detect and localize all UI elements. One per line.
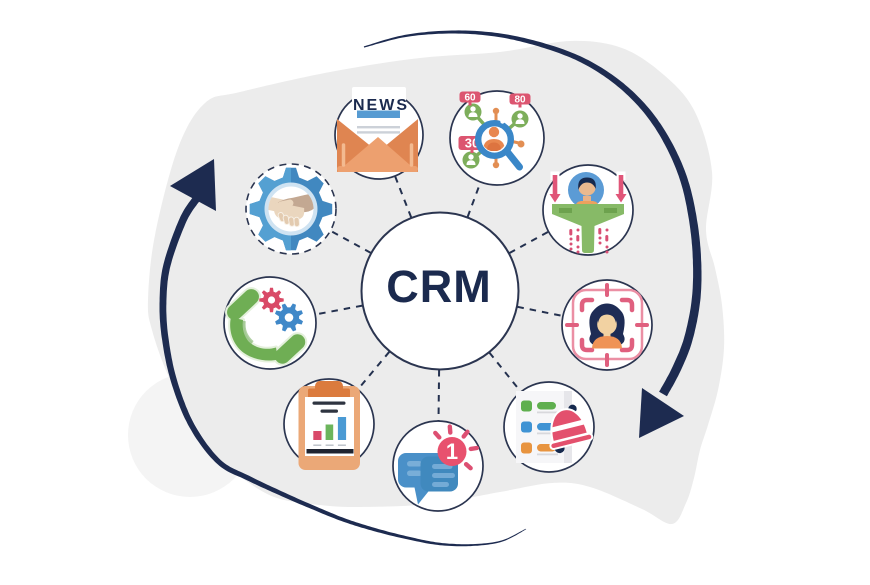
svg-text:80: 80 <box>514 95 526 106</box>
svg-text:CRM: CRM <box>386 261 491 312</box>
svg-text:60: 60 <box>464 93 476 104</box>
svg-text:1: 1 <box>446 439 458 464</box>
svg-text:NEWS: NEWS <box>353 97 409 114</box>
